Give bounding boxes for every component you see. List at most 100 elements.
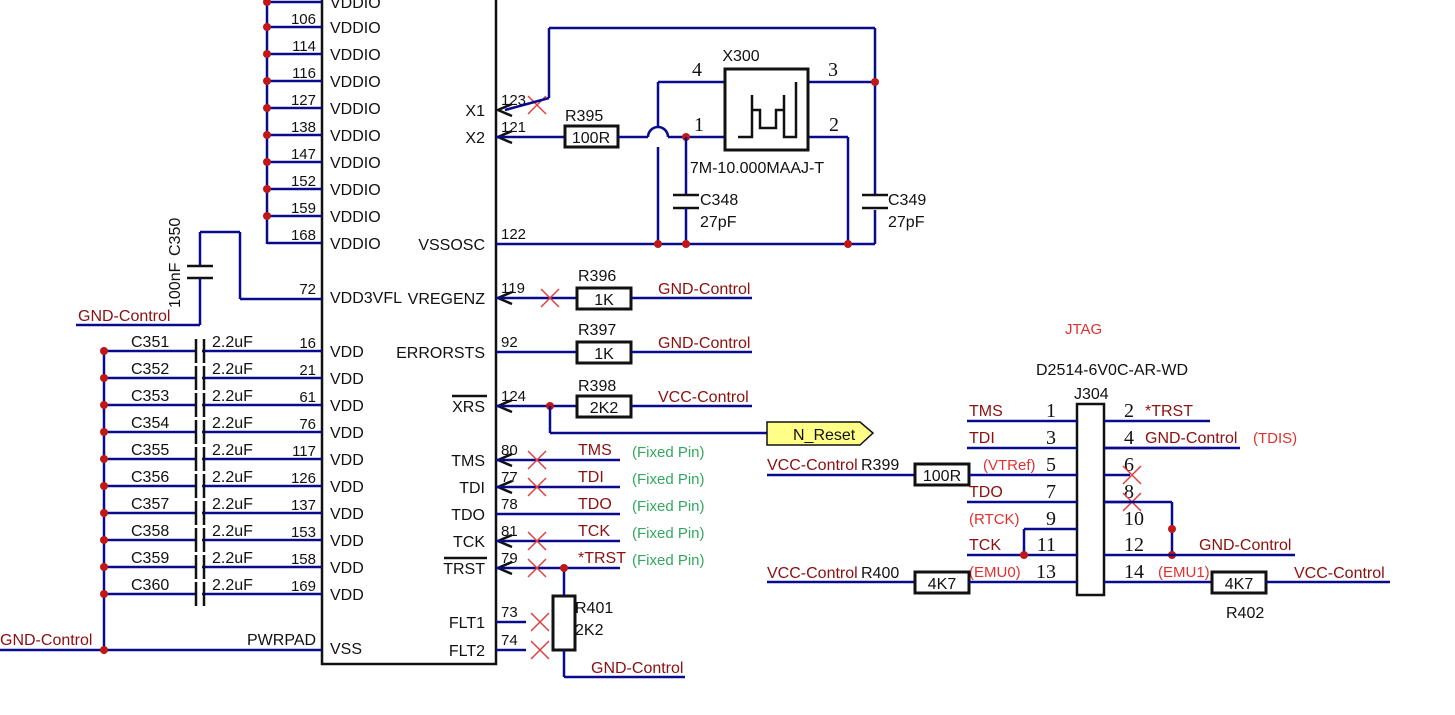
r395-value: 100R [572, 130, 610, 147]
capacitor-value: 2.2uF [212, 415, 253, 432]
mcu-pin-name: VDD [330, 506, 364, 523]
jtag-part: D2514-6V0C-AR-WD [1036, 362, 1188, 379]
no-connect-mark [540, 288, 560, 308]
capacitor-ref: C357 [131, 496, 169, 513]
jtag-pin-number: 12 [1124, 534, 1144, 556]
mcu-pin-name: VDDIO [330, 209, 381, 226]
capacitor-value: 2.2uF [212, 361, 253, 378]
no-connect-mark [530, 612, 550, 632]
r400-value: 4K7 [928, 576, 957, 593]
junction-dot [682, 240, 690, 248]
jtag-pin-number: 9 [1046, 508, 1056, 530]
junction-dot [100, 646, 108, 654]
mcu-pin-number: 168 [291, 227, 316, 244]
x300-pin-2: 2 [829, 114, 839, 136]
jtag-pin-net: (RTCK) [969, 511, 1020, 528]
capacitor-ref: C356 [131, 469, 169, 486]
osc-wire [504, 96, 550, 112]
mcu-pin-name-top-partial: VDDIO [330, 0, 381, 12]
mcu-pin-name: VDD [330, 398, 364, 415]
fixed-pin-note: (Fixed Pin) [632, 444, 705, 461]
c350-ref: C350 [167, 218, 184, 256]
mcu-pin-name: X2 [465, 130, 485, 147]
junction-dot [263, 0, 271, 6]
mcu-right-pins: X1123X2121VSSOSC122VREGENZ119ERRORSTS92X… [396, 92, 560, 660]
no-connect-mark [1122, 465, 1142, 485]
n-reset-port [766, 421, 875, 446]
junction-dot [844, 240, 852, 248]
c349-value: 27pF [888, 214, 925, 231]
r402-ref: R402 [1226, 605, 1264, 622]
capacitor-ref: C355 [131, 442, 169, 459]
jtag-net-label: TDO [578, 496, 612, 513]
jtag-pin-net: (EMU1) [1158, 564, 1210, 581]
mcu-pin-name: VDD [330, 452, 364, 469]
n-reset-label: N_Reset [793, 427, 856, 444]
mcu-pin-number: 16 [299, 335, 316, 352]
net-label-gnd-control: GND-Control [78, 308, 170, 325]
r401-net: GND-Control [591, 660, 683, 677]
junction-dot [100, 482, 108, 490]
mcu-jtag-nets: TMS(Fixed Pin)TDI(Fixed Pin)TDO(Fixed Pi… [496, 442, 705, 578]
junction-dot [263, 104, 271, 112]
jtag-pin-number: 8 [1124, 481, 1134, 503]
mcu-pin-name: TMS [451, 453, 485, 470]
mcu-pin-name: TDO [451, 507, 485, 524]
capacitor-value: 2.2uF [212, 469, 253, 486]
junction-dot [560, 564, 568, 572]
junction-dot [100, 509, 108, 517]
mcu-pin-number: 81 [501, 523, 518, 540]
mcu-pin-name: VDD [330, 425, 364, 442]
junction-dot [100, 428, 108, 436]
capacitor-value: 2.2uF [212, 496, 253, 513]
r396-net: GND-Control [658, 281, 750, 298]
input-pin-arrow [494, 102, 513, 118]
mcu-left-pins: 106VDDIO114VDDIO116VDDIO127VDDIO138VDDIO… [202, 11, 402, 658]
r402-value: 4K7 [1225, 576, 1254, 593]
mcu-pin-number: 119 [501, 280, 525, 297]
junction-dot [263, 131, 271, 139]
c348-ref: C348 [700, 192, 738, 209]
jtag-pin-number: 3 [1046, 427, 1056, 449]
r401-ref: R401 [575, 600, 613, 617]
net-label-gnd-control-bottom: GND-Control [0, 632, 92, 649]
mcu-pin-number: 79 [501, 550, 518, 567]
jtag-net-label: TDI [578, 469, 604, 486]
junction-dot [100, 536, 108, 544]
mcu-pin-number: 21 [299, 362, 316, 379]
r400-ref: R400 [861, 565, 899, 582]
r397-ref: R397 [578, 322, 616, 339]
r397-value: 1K [594, 346, 614, 363]
mcu-pin-number: 78 [501, 496, 518, 513]
mcu-pin-number: 76 [299, 416, 316, 433]
mcu-pin-name: VDD [330, 371, 364, 388]
junction-dot [263, 50, 271, 58]
mcu-pin-name: FLT2 [449, 643, 485, 660]
mcu-pin-number: 127 [291, 92, 316, 109]
fixed-pin-note: (Fixed Pin) [632, 498, 705, 515]
no-connect-mark [527, 450, 547, 470]
r396-ref: R396 [578, 268, 616, 285]
jtag-pin-net: GND-Control [1145, 430, 1237, 447]
jtag-ref: J304 [1074, 386, 1109, 403]
r399-value: 100R [923, 468, 961, 485]
jtag-pin-net: (VTRef) [983, 457, 1036, 474]
jtag-pin-net: (EMU0) [969, 564, 1021, 581]
mcu-pin-name: TDI [459, 480, 485, 497]
jtag-pin-net: TCK [969, 537, 1001, 554]
mcu-pin-number: 122 [501, 226, 526, 243]
mcu-pin-number: 158 [291, 551, 316, 568]
mcu-pin-number: 138 [291, 119, 316, 136]
mcu-pin-number: 169 [291, 578, 316, 595]
junction-dot [100, 590, 108, 598]
mcu-pin-number: 147 [291, 146, 316, 163]
mcu-pin-name: TRST [443, 561, 485, 578]
mcu-pin-number: 92 [501, 334, 518, 351]
x300-ref: X300 [722, 48, 759, 65]
mcu-pin-name: VDDIO [330, 182, 381, 199]
jtag-pin-number: 11 [1037, 534, 1056, 556]
mcu-pin-name: VDD [330, 533, 364, 550]
capacitor-value: 2.2uF [212, 388, 253, 405]
mcu-body [320, 0, 498, 666]
